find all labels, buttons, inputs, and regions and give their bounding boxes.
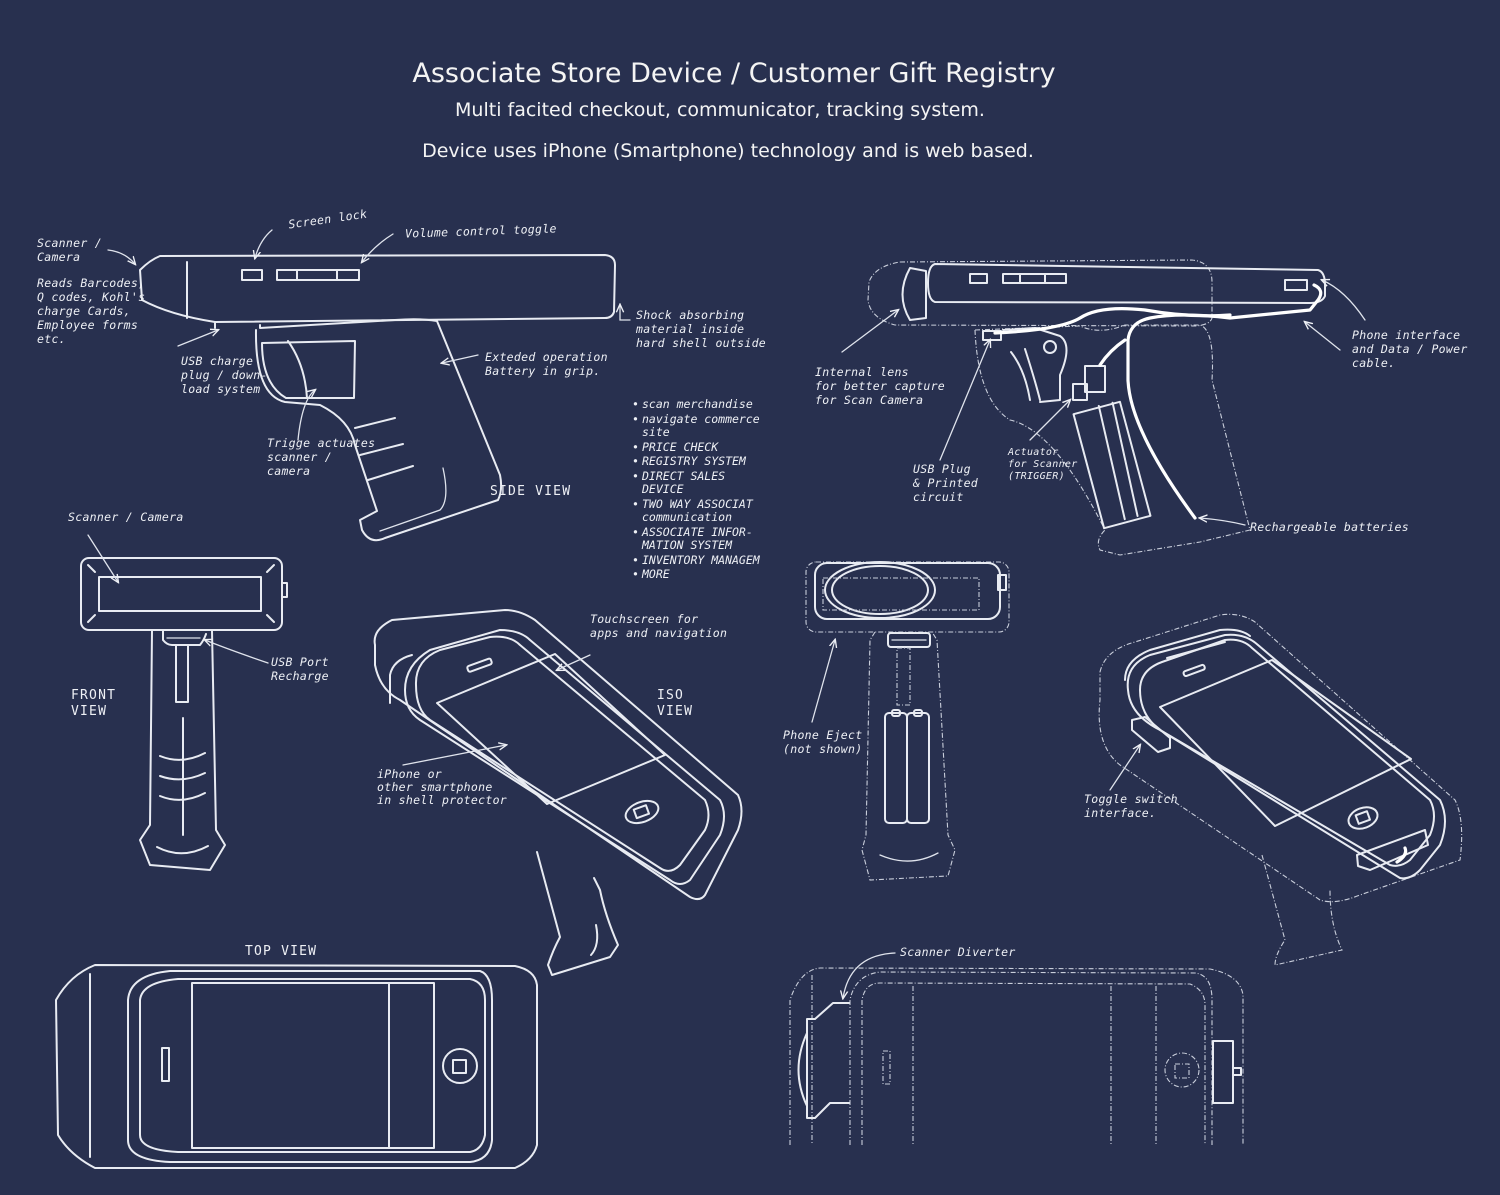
feature-item: navigate commerce site — [632, 412, 760, 440]
arrow-batteries — [1200, 518, 1246, 526]
arrow-battery — [442, 354, 479, 363]
note-scanner-diverter: Scanner Diverter — [900, 945, 1016, 959]
note-toggle-switch: Toggle switch interface. — [1084, 792, 1178, 820]
top-cutaway-drawing — [789, 967, 1244, 1145]
iso-view-drawing — [373, 609, 743, 976]
note-battery-grip: Exteded operation Battery in grip. — [485, 350, 608, 378]
note-actuator: Actuator for Scanner (TRIGGER) — [1008, 447, 1078, 482]
arrow-actuator — [1029, 400, 1070, 441]
arrow-lens — [841, 310, 898, 353]
note-touchscreen: Touchscreen for apps and navigation — [590, 612, 728, 640]
iso-view-label: ISO VIEW — [657, 688, 694, 719]
page-subtitle: Multi facited checkout, communicator, tr… — [455, 99, 985, 121]
arrow-iphone — [402, 745, 506, 766]
cutaway-view-drawing — [867, 259, 1326, 556]
arrow-usb-plug — [939, 340, 990, 461]
arrow-toggle — [1109, 745, 1140, 791]
arrow-touchscreen — [557, 654, 591, 670]
side-view-label: SIDE VIEW — [490, 484, 572, 499]
page-title: Associate Store Device / Customer Gift R… — [412, 58, 1056, 89]
feature-item: MORE — [632, 567, 760, 582]
front-view-label: FRONT VIEW — [71, 688, 117, 719]
top-view-label: TOP VIEW — [245, 944, 318, 959]
arrow-scanner — [107, 249, 135, 264]
arrow-trigger — [297, 390, 315, 441]
feature-item: TWO WAY ASSOCIAT communication — [632, 497, 760, 525]
feature-item: DIRECT SALES DEVICE — [632, 469, 760, 497]
feature-item: PRICE CHECK — [632, 440, 760, 455]
page-description: Device uses iPhone (Smartphone) technolo… — [422, 140, 1034, 162]
iso-view-2-drawing — [1098, 613, 1463, 966]
arrow-cable — [1305, 322, 1341, 351]
arrow-usb — [177, 330, 218, 347]
note-reads-barcodes: Reads Barcodes, Q codes, Kohl's charge C… — [37, 276, 146, 346]
note-iphone-shell: iPhone or other smartphone in shell prot… — [377, 767, 508, 807]
arrow-phone-eject — [811, 640, 835, 723]
front-view-drawing — [80, 557, 288, 871]
note-trigger: Trigge actuates scanner / camera — [267, 436, 376, 478]
note-rechargeable-batteries: Rechargeable batteries — [1250, 520, 1409, 534]
side-view-drawing — [139, 254, 616, 542]
arrow-phone-interface — [1322, 280, 1366, 321]
feature-item: scan merchandise — [632, 397, 760, 412]
feature-item: ASSOCIATE INFOR- MATION SYSTEM — [632, 525, 760, 553]
arrow-shock — [620, 305, 631, 321]
arrow-diverter — [843, 952, 896, 998]
arrow-screen-lock — [255, 229, 273, 258]
note-usb-port: USB Port Recharge — [271, 655, 329, 683]
top-view-drawing — [55, 964, 538, 1169]
arrow-usb-port — [205, 640, 269, 664]
note-shock-absorbing: Shock absorbing material inside hard she… — [636, 308, 767, 350]
front-cutaway-drawing — [805, 561, 1010, 881]
note-usb-plug: USB Plug & Printed circuit — [913, 462, 979, 504]
arrow-front-scanner — [87, 534, 118, 582]
note-front-scanner-camera: Scanner / Camera — [68, 510, 184, 524]
features-list: scan merchandise navigate commerce site … — [632, 397, 760, 583]
note-phone-eject: Phone Eject (not shown) — [783, 728, 863, 756]
note-phone-interface: Phone interface and Data / Power cable. — [1352, 328, 1468, 370]
feature-item: INVENTORY MANAGEM — [632, 553, 760, 568]
note-usb-charge: USB charge plug / down- load system — [181, 354, 268, 396]
note-internal-lens: Internal lens for better capture for Sca… — [815, 365, 946, 407]
feature-item: REGISTRY SYSTEM — [632, 454, 760, 469]
note-scanner-camera: Scanner / Camera — [37, 236, 103, 264]
arrow-volume — [362, 233, 394, 262]
